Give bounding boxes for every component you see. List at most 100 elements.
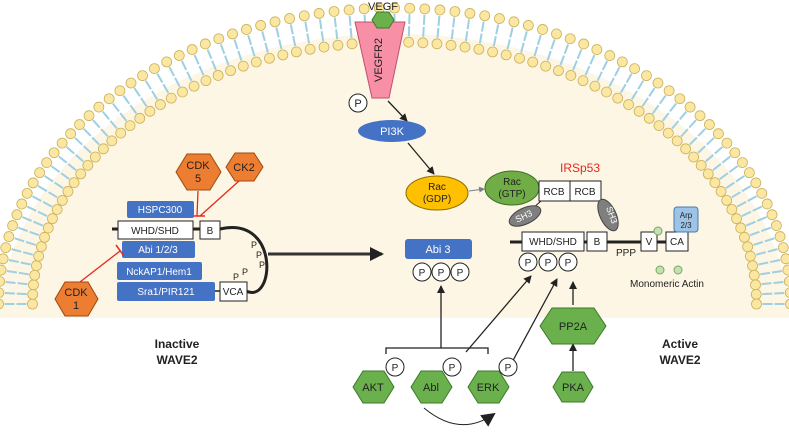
lipid-tail	[100, 128, 109, 138]
lipid-tail	[651, 104, 660, 115]
lipid-head	[343, 4, 355, 16]
monomeric-actin-dot-1	[655, 265, 665, 275]
lipid-head	[358, 3, 370, 15]
lipid-tail	[533, 46, 539, 57]
abi3-box	[405, 239, 472, 259]
lipid-head	[744, 250, 756, 262]
lipid-head	[29, 269, 41, 281]
lipid-head	[537, 24, 548, 35]
lipid-head	[27, 298, 38, 310]
lipid-tail	[436, 27, 440, 38]
cdk1-line1: CDK	[64, 287, 88, 299]
lipid-head	[0, 298, 4, 310]
lipid-head	[106, 135, 118, 147]
lipid-head	[612, 92, 624, 104]
lipid-head	[604, 50, 616, 61]
lipid-tail	[762, 292, 773, 296]
lipid-head	[589, 80, 601, 92]
lipid-head	[777, 242, 789, 254]
lipid-tail	[74, 137, 83, 146]
lipid-tail	[289, 24, 294, 35]
lipid-tail	[648, 87, 656, 97]
lipid-head	[479, 10, 491, 22]
lipid-head	[500, 49, 512, 61]
lipid-head	[277, 49, 289, 61]
akt-phospho-label: P	[392, 363, 399, 374]
lipid-head	[41, 157, 53, 168]
lipid-head	[715, 186, 727, 197]
active-phospho-1	[518, 252, 538, 272]
lipid-tail	[186, 71, 193, 82]
lipid-tail	[224, 55, 230, 66]
lipid-head	[75, 168, 87, 180]
lipid-head	[51, 204, 63, 215]
lipid-head	[731, 213, 742, 225]
lipid-tail	[767, 248, 778, 253]
lipid-tail	[211, 60, 217, 71]
abi3-label: Abi 3	[425, 244, 450, 256]
lipid-head	[313, 8, 325, 19]
lipid-tail	[761, 282, 772, 286]
lipid-tail	[747, 195, 757, 202]
lipid-head	[332, 39, 344, 51]
lipid-tail	[758, 261, 769, 266]
lipid-tail	[151, 90, 159, 100]
lipid-tail	[37, 185, 48, 193]
lipid-tail	[83, 128, 92, 137]
lipid-head	[419, 3, 431, 15]
lipid-tail	[721, 155, 731, 164]
lipid-tail	[520, 42, 525, 53]
abi3-phospho-1-label: P	[419, 268, 426, 279]
lipid-tail	[437, 15, 441, 26]
arrow-vegfr2-to-pi3k	[387, 100, 408, 122]
lipid-head	[633, 105, 645, 117]
lipid-head	[389, 2, 400, 14]
lipid-head	[62, 186, 74, 197]
lipid-head	[34, 167, 46, 179]
lipid-tail	[466, 19, 471, 30]
lipid-tail	[630, 90, 638, 100]
lipid-tail	[464, 31, 469, 42]
sra1-box	[117, 282, 215, 301]
lipid-head	[508, 16, 520, 28]
lipid-tail	[140, 97, 148, 107]
lipid-tail	[180, 60, 188, 71]
lipid-head	[33, 250, 45, 262]
lipid-head	[522, 20, 534, 31]
lipid-head	[551, 28, 562, 40]
lipid-tail	[735, 175, 745, 183]
lipid-tail	[450, 29, 454, 40]
lipid-head	[721, 137, 733, 149]
lipid-tail	[697, 145, 706, 154]
abi3-phospho-3	[450, 262, 470, 282]
lipid-head	[403, 36, 415, 48]
erk-label: ERK	[477, 382, 500, 394]
lipid-head	[16, 198, 28, 210]
lipid-head	[726, 204, 738, 215]
lipid-tail	[348, 15, 352, 26]
lipid-tail	[335, 29, 339, 40]
inactive-whd-shd-label: WHD/SHD	[131, 226, 179, 237]
lipid-head	[464, 8, 476, 19]
active-state-line1: Active	[662, 337, 698, 351]
erk-hexagon	[467, 370, 510, 404]
lipid-head	[694, 110, 706, 122]
lipid-tail	[156, 73, 164, 83]
arrow-pi3k-to-rac-gdp	[407, 142, 435, 175]
lipid-tail	[193, 54, 200, 65]
active-phospho-2	[538, 252, 558, 272]
lipid-tail	[198, 65, 205, 76]
akt-hexagon	[352, 370, 395, 404]
rcb-label-2: RCB	[574, 187, 595, 198]
cdk5-inhibition-line	[196, 190, 199, 217]
lipid-head	[578, 38, 590, 50]
lipid-head	[527, 56, 539, 68]
lipid-head	[721, 195, 733, 206]
hspc300-label: HSPC300	[138, 205, 183, 216]
abi3-phospho-1	[412, 262, 432, 282]
lipid-head	[417, 37, 429, 49]
lipid-tail	[22, 216, 33, 222]
lipid-tail	[658, 95, 667, 105]
lipid-head	[35, 241, 47, 253]
lipid-tail	[119, 112, 128, 122]
